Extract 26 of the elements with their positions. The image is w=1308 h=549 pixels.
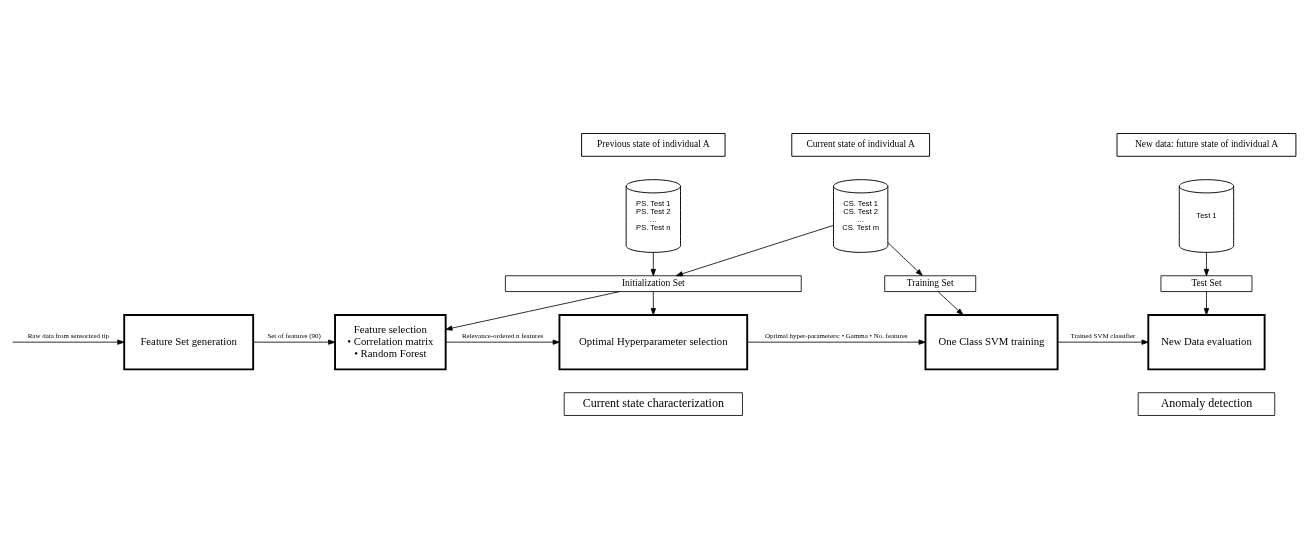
node-box: One Class SVM training	[924, 314, 1059, 371]
node-box: Feature Set generation	[123, 314, 255, 371]
node-box: Previous state of individual A	[581, 133, 726, 157]
node-box: New data: future state of individual A	[1116, 133, 1297, 157]
arrow	[1203, 291, 1210, 316]
arrow	[445, 339, 560, 345]
arrow	[12, 339, 125, 345]
arrow	[445, 291, 621, 331]
node-box: Current state of individual A	[791, 133, 931, 157]
node-box: Initialization Set	[505, 275, 802, 292]
arrow	[746, 339, 926, 345]
node-box: New Data evaluation	[1147, 314, 1266, 371]
node-box: Optimal Hyperparameter selection	[558, 314, 749, 371]
arrow	[1203, 252, 1210, 277]
arrow	[650, 291, 656, 316]
arrow	[1057, 339, 1149, 345]
node-box: Anomaly detection	[1137, 392, 1276, 416]
arrow	[252, 339, 336, 345]
node-box: Training Set	[884, 275, 977, 292]
arrow	[650, 252, 656, 277]
arrow	[675, 225, 834, 277]
node-box: Current state characterization	[563, 392, 743, 416]
node-box: Test Set	[1160, 275, 1253, 292]
arrow	[887, 242, 923, 276]
arrow	[937, 291, 964, 316]
node-box: Feature selection • Correlation matrix • Random Forest	[334, 314, 447, 371]
